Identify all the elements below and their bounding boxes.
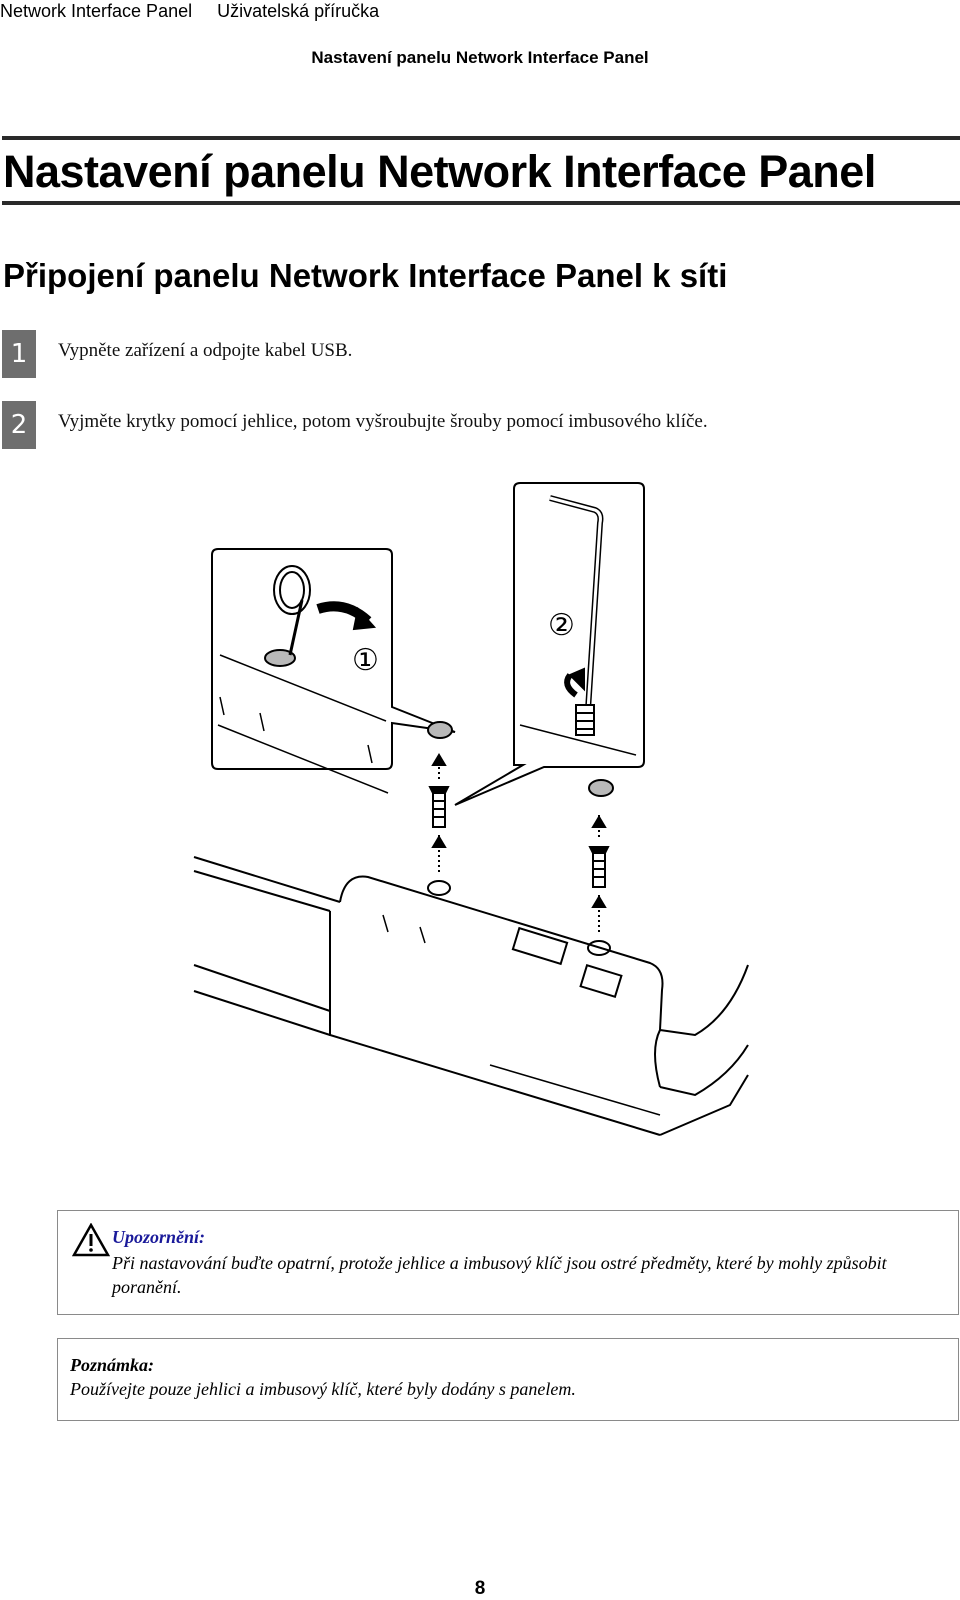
title-rule-bottom (2, 201, 960, 205)
hole-right (587, 940, 611, 956)
section-title: Připojení panelu Network Interface Panel… (3, 257, 728, 294)
page-number: 8 (474, 1578, 486, 1599)
callout-1: ① (352, 643, 379, 678)
step-text: Vyjměte krytky pomocí jehlice, potom vyš… (58, 411, 708, 432)
step-number: 1 (2, 330, 36, 378)
section-header: Nastavení panelu Network Interface Panel (311, 48, 649, 67)
screw-right (588, 846, 610, 888)
callout-2: ② (548, 608, 575, 643)
installation-illustration: ① ② (193, 482, 749, 1136)
cap-right (588, 779, 614, 797)
device-body (193, 856, 749, 1136)
screw-left (428, 786, 450, 828)
caution-title: Upozornění: (112, 1227, 206, 1247)
header-manual: Uživatelská příručka (217, 1, 380, 21)
note-title: Poznámka: (70, 1355, 155, 1375)
step-number: 2 (2, 401, 36, 449)
header-product: Network Interface Panel (0, 1, 193, 21)
running-header: Network Interface Panel Uživatelská přír… (0, 0, 399, 24)
page-title: Nastavení panelu Network Interface Panel (3, 146, 876, 197)
hole-left (427, 880, 451, 896)
title-rule-top (2, 136, 960, 140)
step-text: Vypněte zařízení a odpojte kabel USB. (58, 340, 353, 361)
caution-text: Při nastavování buďte opatrní, protože j… (112, 1253, 887, 1297)
warning-triangle-icon (72, 1223, 110, 1257)
zoom-panel-left (211, 548, 456, 794)
caution-box: Upozornění: Při nastavování buďte opatrn… (57, 1210, 959, 1315)
note-text: Používejte pouze jehlici a imbusový klíč… (70, 1379, 576, 1399)
note-box: Poznámka: Používejte pouze jehlici a imb… (57, 1338, 959, 1421)
zoom-panel-right (454, 482, 645, 806)
cap-left (427, 721, 453, 739)
